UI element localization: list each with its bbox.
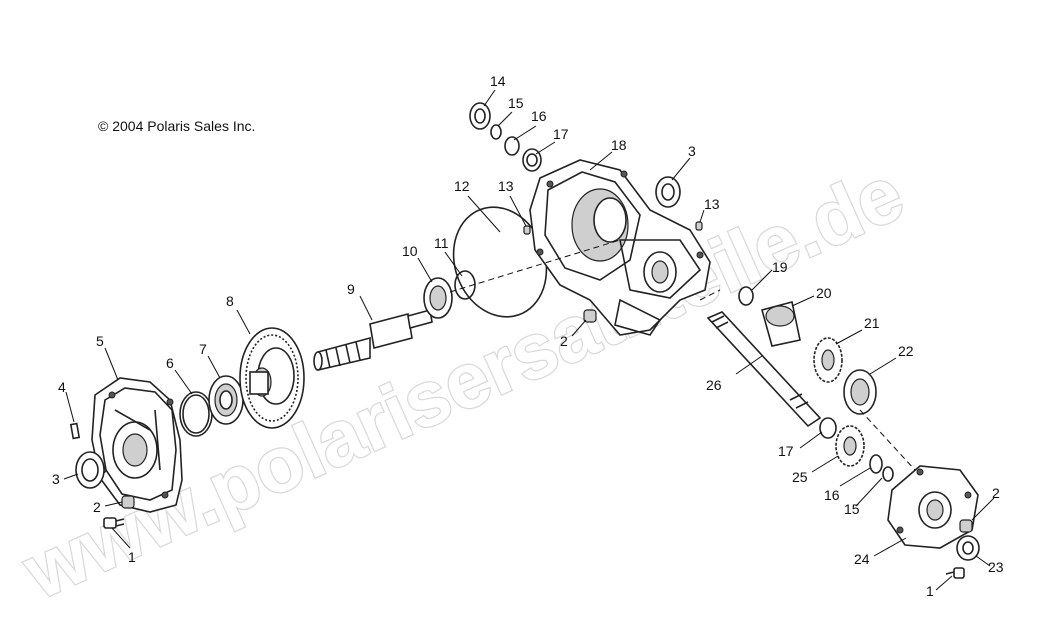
callout-2: 2: [992, 485, 1000, 501]
callout-7: 7: [199, 341, 207, 357]
part-15-ring-lower: [882, 466, 894, 482]
part-20-gear: [761, 301, 801, 347]
callout-2: 2: [560, 333, 568, 349]
callout-20: 20: [816, 285, 832, 301]
callout-17: 17: [553, 126, 569, 142]
part-2-left-plug: [121, 495, 135, 509]
callout-15: 15: [844, 501, 860, 517]
part-16-washer-lower: [869, 454, 883, 474]
callout-22: 22: [898, 343, 914, 359]
part-18-gear-case: [529, 159, 711, 336]
callout-3: 3: [52, 471, 60, 487]
part-2-middle-plug: [583, 309, 597, 323]
part-17-bushing-lower: [819, 417, 837, 439]
part-1-left-bolt: [103, 517, 125, 529]
callout-8: 8: [226, 293, 234, 309]
callout-16: 16: [824, 487, 840, 503]
callout-23: 23: [988, 559, 1004, 575]
part-25-gear: [835, 425, 865, 467]
callout-1: 1: [128, 549, 136, 565]
part-1-right-bolt: [945, 567, 965, 579]
callout-15: 15: [508, 95, 524, 111]
callout-6: 6: [166, 355, 174, 371]
callout-labels: 14 15 16 17 18 3 13 13 12 11 10 9 8 7 6 …: [52, 73, 1004, 599]
callout-21: 21: [864, 315, 880, 331]
callout-25: 25: [792, 469, 808, 485]
part-17-bushing-top: [522, 148, 542, 172]
callout-12: 12: [454, 178, 470, 194]
callout-19: 19: [772, 259, 788, 275]
callout-14: 14: [490, 73, 506, 89]
part-26-output-shaft: [706, 311, 822, 428]
copyright-text: © 2004 Polaris Sales Inc.: [98, 118, 255, 134]
callout-5: 5: [96, 333, 104, 349]
part-5-left-cover: [91, 377, 183, 513]
part-19-bushing: [738, 286, 754, 306]
part-2-right-plug: [959, 519, 973, 533]
callout-17: 17: [778, 443, 794, 459]
callout-24: 24: [854, 551, 870, 567]
part-8-ring-gear: [239, 327, 305, 429]
part-4-pin: [69, 422, 81, 440]
callout-16: 16: [531, 108, 547, 124]
part-14-seal: [469, 102, 491, 130]
part-11-snap-ring: [454, 270, 476, 300]
callout-10: 10: [402, 243, 418, 259]
callout-1: 1: [926, 583, 934, 599]
callout-9: 9: [347, 281, 355, 297]
part-24-right-cover: [887, 465, 979, 549]
part-3-left-seal: [75, 451, 105, 489]
part-15-ring-top: [490, 124, 502, 140]
callout-26: 26: [706, 377, 722, 393]
callout-13: 13: [704, 196, 720, 212]
part-16-washer-top: [504, 136, 520, 156]
part-9-shaft: [313, 308, 433, 372]
callout-3: 3: [688, 143, 696, 159]
part-23-right-seal: [956, 535, 980, 561]
callout-2: 2: [93, 499, 101, 515]
part-22-bearing: [843, 369, 877, 415]
part-7-bearing: [208, 375, 244, 425]
part-3-upper-seal: [655, 176, 681, 208]
part-13-dowel-left: [523, 225, 531, 235]
part-6-o-ring: [179, 391, 213, 437]
leader-lines: [63, 89, 995, 591]
callout-13: 13: [498, 178, 514, 194]
callout-18: 18: [611, 137, 627, 153]
assembly-axis-lines: [449, 239, 916, 471]
part-21-gear: [813, 337, 843, 383]
part-13-dowel-right: [695, 221, 703, 231]
callout-4: 4: [58, 379, 66, 395]
part-10-bearing: [423, 277, 453, 319]
callout-11: 11: [434, 235, 449, 251]
